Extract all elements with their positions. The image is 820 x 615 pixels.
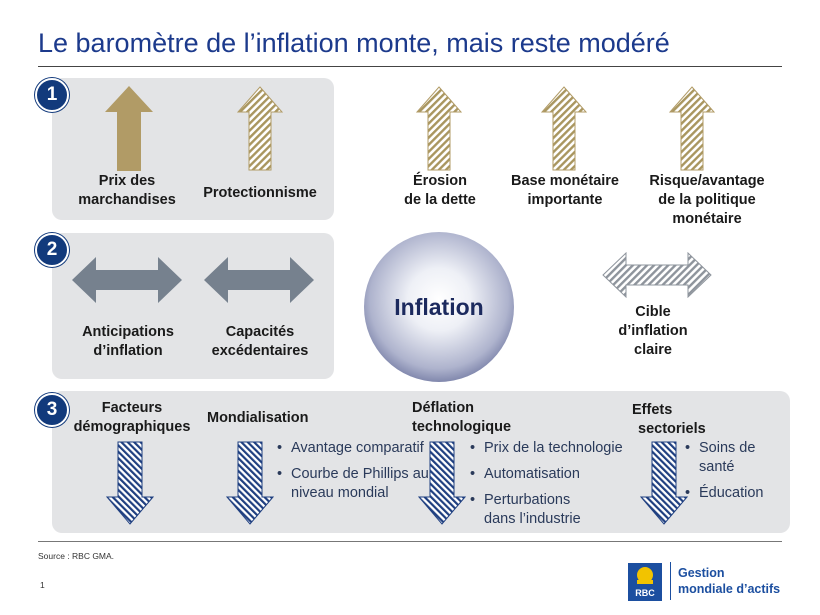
inflation-label: Inflation xyxy=(394,293,484,320)
list-item: •Éducation xyxy=(685,485,764,501)
list-item: •Automatisation xyxy=(470,466,580,482)
hatched-down-arrow-icon xyxy=(106,441,154,525)
rbc-logo-icon xyxy=(628,563,662,601)
list-item: •Prix de la technologie xyxy=(470,440,623,456)
bullets-deflation-technologique: •Prix de la technologie •Automatisation … xyxy=(470,439,644,536)
solid-up-arrow-icon xyxy=(105,86,153,171)
footer-divider xyxy=(38,541,782,542)
hatched-up-arrow-icon xyxy=(415,86,463,171)
label-protectionnisme: Protectionnisme xyxy=(203,185,317,201)
list-item: •Courbe de Phillips au niveau mondial xyxy=(277,466,429,501)
page-number: 1 xyxy=(40,580,45,590)
hatched-up-arrow-icon xyxy=(540,86,588,171)
list-item: •Avantage comparatif xyxy=(277,440,424,456)
bullets-mondialisation: •Avantage comparatif •Courbe de Phillips… xyxy=(277,439,431,510)
label-mondialisation: Mondialisation xyxy=(207,410,309,426)
hatched-double-arrow-icon xyxy=(602,252,712,298)
page-title: Le baromètre de l’inflation monte, mais … xyxy=(38,28,670,58)
double-arrow-icon xyxy=(204,257,314,303)
list-item: •Soins de santé xyxy=(685,440,756,475)
hatched-down-arrow-icon xyxy=(640,441,688,525)
brand-divider xyxy=(670,562,671,600)
badge-2: 2 xyxy=(35,233,69,267)
bullets-effets-sectoriels: •Soins de santé •Éducation xyxy=(685,439,779,510)
hatched-down-arrow-icon xyxy=(226,441,274,525)
hatched-up-arrow-icon xyxy=(668,86,716,171)
section-1-panel xyxy=(52,78,334,220)
rbc-logo-text: RBC xyxy=(635,588,655,598)
badge-1: 1 xyxy=(35,78,69,112)
hatched-up-arrow-icon xyxy=(236,86,284,171)
title-divider xyxy=(38,66,782,67)
list-item: •Perturbations dans l’industrie xyxy=(470,492,581,527)
hatched-down-arrow-icon xyxy=(418,441,466,525)
double-arrow-icon xyxy=(72,257,182,303)
badge-3: 3 xyxy=(35,393,69,427)
inflation-sphere: Inflation xyxy=(364,232,514,382)
source-note: Source : RBC GMA. xyxy=(38,551,115,561)
label-effets-sectoriels: Effets sectoriels xyxy=(632,402,706,437)
section-2-panel xyxy=(52,233,334,379)
